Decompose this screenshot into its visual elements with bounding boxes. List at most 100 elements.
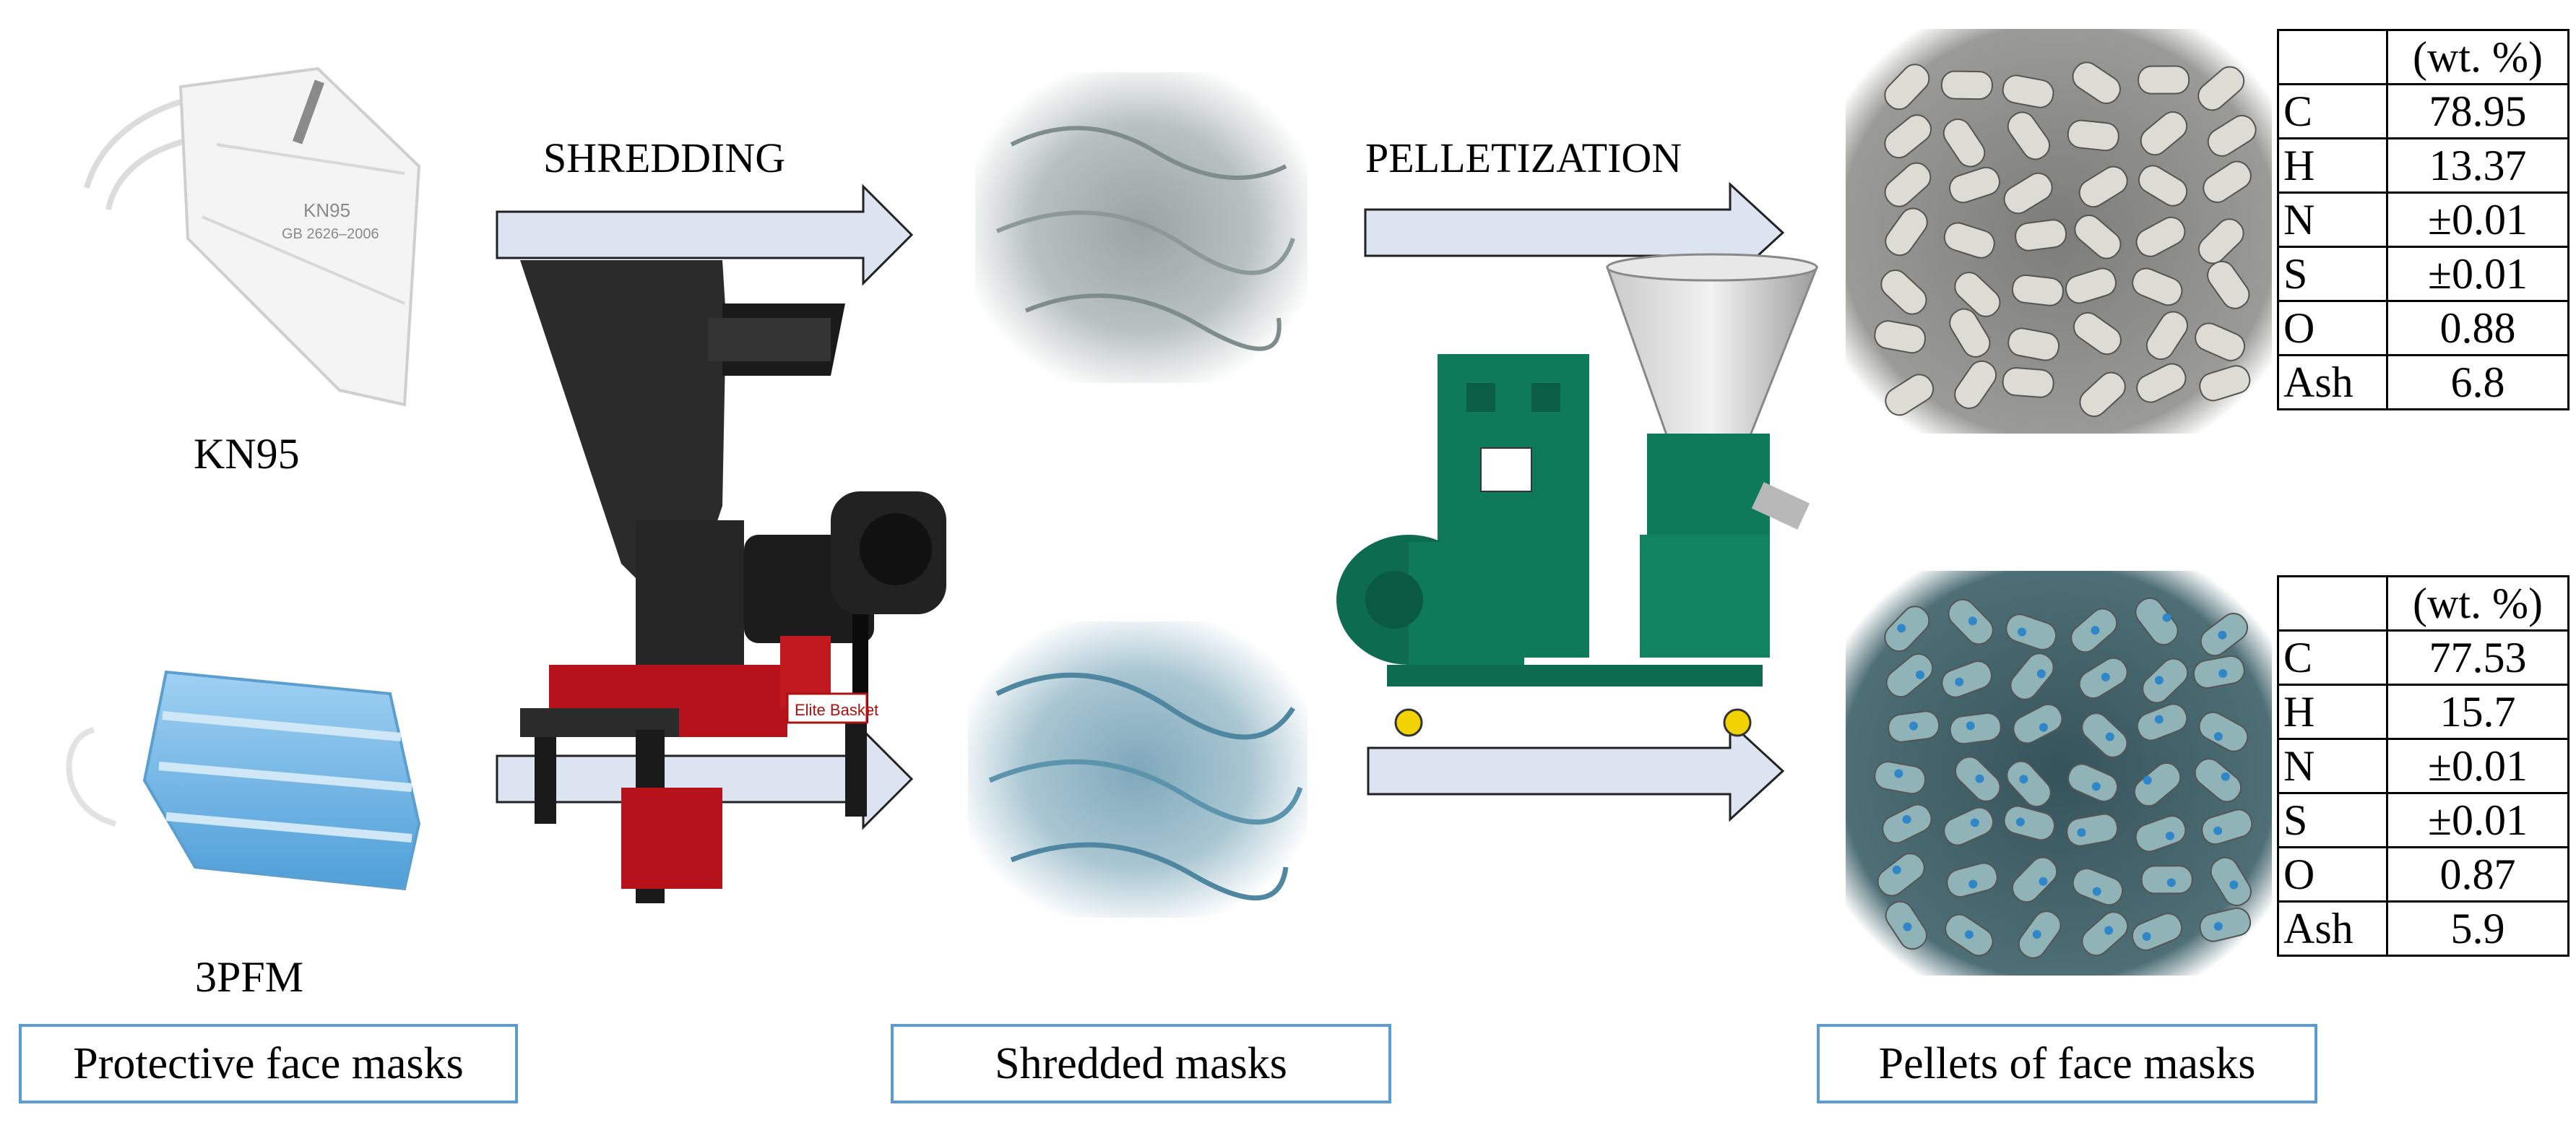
pellet [2138,65,2190,95]
surgical-mask-image [66,670,421,891]
pellet [2015,219,2067,251]
pellet [1877,853,1925,897]
3pfm-label: 3PFM [195,953,304,1001]
pellet-speck [2154,715,2164,724]
pellet-speck [2221,772,2230,781]
value-cell: ±0.01 [2386,738,2569,794]
pellet [2145,311,2189,361]
pellet-speck [1964,930,1974,939]
value-cell: ±0.01 [2386,246,2569,302]
pellet-speck [2091,626,2100,635]
pellet [2197,218,2244,264]
pellet-speck [2213,826,2223,835]
value-cell: 78.95 [2386,83,2569,139]
pellet-speck [2142,931,2151,941]
pellet-speck [1909,721,1918,731]
pellet [1874,761,1927,795]
pellet-speck [1970,818,1979,827]
table-unit-header: (wt. %) [2386,575,2569,632]
pellet [2133,762,2182,807]
pellet [2067,119,2119,152]
shredding-label: SHREDDING [543,134,786,181]
element-cell: Ash [2277,900,2388,957]
value-cell: 13.37 [2386,137,2569,194]
pellet [1943,222,1995,259]
pellet [2197,66,2245,111]
pellet [2011,856,2058,903]
pellet [2002,367,2054,398]
pellet [2065,267,2117,304]
pellet-speck [2162,613,2171,622]
pelletization-label: PELLETIZATION [1365,134,1682,181]
pellet [2079,371,2126,418]
pellet-speck [2154,676,2164,685]
table-row: S±0.01 [2277,246,2569,302]
shredder-machine-image: Elite Basket [520,260,946,903]
pellet [2199,907,2252,942]
pellet [2005,613,2057,651]
pellet [1940,70,1993,100]
pellet-speck [2101,673,2110,682]
pellet [1943,806,1994,846]
pellet [2132,267,2183,306]
pellet [1880,270,1927,315]
pellet-speck [2092,887,2101,896]
shredded-3pfm-image [968,621,1308,918]
pellet-speck [2213,921,2223,931]
element-cell: N [2277,738,2388,794]
value-cell: ±0.01 [2386,191,2569,248]
pellet-speck [2218,669,2228,679]
arrow-pellet-bottom [1367,720,1785,822]
pellet [2142,658,2189,704]
pellets-of-face-masks-box: Pellets of face masks [1817,1024,2317,1103]
pellet-speck [1966,721,1975,731]
pellet-speck [2218,630,2227,640]
pellet [1885,207,1928,257]
element-cell: O [2277,846,2388,903]
pellet [1874,320,1927,354]
pellet-speck [2039,877,2048,886]
pellet [2138,165,2188,207]
table-row: N±0.01 [2277,191,2569,248]
pellet-speck [1916,670,1925,679]
pellet-speck [2019,775,2028,784]
pellet-speck [1892,865,1901,874]
pellets-3pfm-image [1846,571,2272,976]
pellet-speck [2165,831,2174,840]
pellet [2002,74,2054,108]
shredded-kn95-image [975,72,1308,383]
pellet-speck [1903,922,1912,931]
pellet [2003,805,2055,841]
pellet [2194,758,2242,803]
pellet [1949,712,2002,745]
pellet-speck [2036,669,2046,679]
pellet [1884,606,1930,653]
pellets-kn95-image [1846,29,2272,434]
value-cell: 15.7 [2386,684,2569,740]
element-cell: S [2277,246,2388,302]
pellet [2210,856,2252,906]
pellet [1948,166,2000,204]
pellet [2074,214,2122,259]
pellet [1942,119,1986,168]
element-cell: H [2277,137,2388,194]
table-corner-cell [2277,29,2388,85]
pellet-speck [1968,616,1977,626]
element-cell: Ash [2277,354,2388,410]
pellet [2136,363,2187,403]
pellet [2007,111,2051,160]
pellet-speck [2104,926,2114,935]
arrow-shred-top [496,184,914,286]
pellet [2135,216,2186,257]
pellet [2006,760,2052,808]
pellet [2067,763,2119,802]
value-cell: 0.87 [2386,846,2569,903]
table-corner-cell [2277,575,2388,632]
